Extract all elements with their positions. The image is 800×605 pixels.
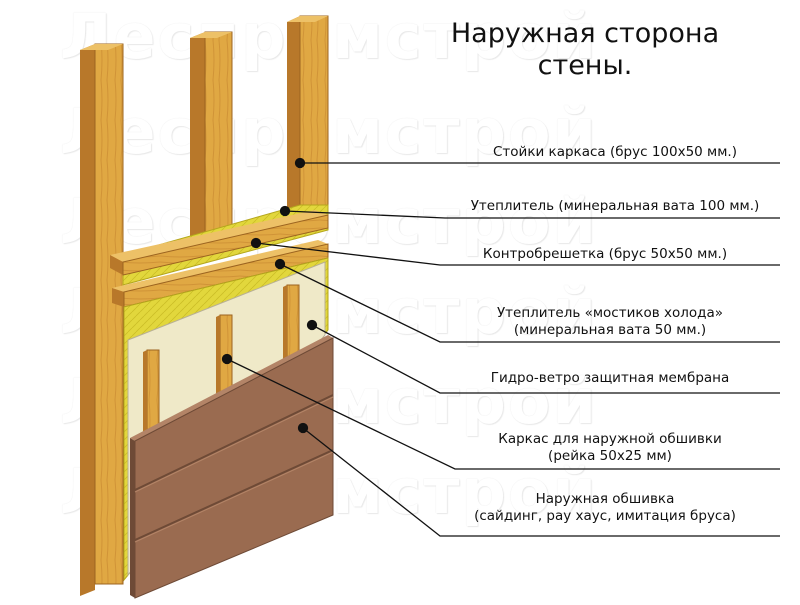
label-cladding-battens: Каркас для наружной обшивки (рейка 50х25… bbox=[440, 431, 780, 465]
diagram-title: Наружная сторона стены. bbox=[420, 18, 750, 82]
label-cold-bridge-insulation: Утеплитель «мостиков холода» (минеральна… bbox=[440, 305, 780, 339]
label-cold-bridge-insulation-line-1: Утеплитель «мостиков холода» bbox=[496, 305, 724, 321]
leader-line-5 bbox=[311, 324, 780, 394]
leader-line-7 bbox=[302, 427, 780, 537]
label-cladding-line-2: (сайдинг, рау хаус, имитация бруса) bbox=[474, 508, 736, 524]
label-cladding-battens-line-1: Каркас для наружной обшивки bbox=[498, 431, 722, 447]
leader-line-3 bbox=[255, 242, 780, 266]
label-cold-bridge-insulation-line-2: (минеральная вата 50 мм.) bbox=[513, 322, 707, 338]
cladding-boards bbox=[130, 335, 334, 599]
frame-studs bbox=[80, 15, 329, 596]
label-membrane: Гидро-ветро защитная мембрана bbox=[490, 370, 730, 386]
title-line-1: Наружная сторона bbox=[450, 18, 720, 49]
label-cladding-line-1: Наружная обшивка bbox=[535, 491, 675, 507]
leader-line-2 bbox=[284, 210, 780, 219]
label-counter-battens: Контробрешетка (брус 50х50 мм.) bbox=[482, 246, 728, 262]
label-insulation-main: Утеплитель (минеральная вата 100 мм.) bbox=[470, 198, 760, 214]
counter-battens bbox=[110, 210, 329, 308]
leader-line-6 bbox=[226, 358, 780, 470]
label-frame-studs: Стойки каркаса (брус 100х50 мм.) bbox=[493, 144, 737, 160]
leader-lines bbox=[221, 157, 780, 537]
label-cladding: Наружная обшивка (сайдинг, рау хаус, ими… bbox=[430, 491, 780, 525]
leader-line-4 bbox=[279, 263, 780, 343]
label-cladding-battens-line-2: (рейка 50х25 мм) bbox=[548, 448, 672, 464]
title-line-2: стены. bbox=[537, 50, 633, 81]
